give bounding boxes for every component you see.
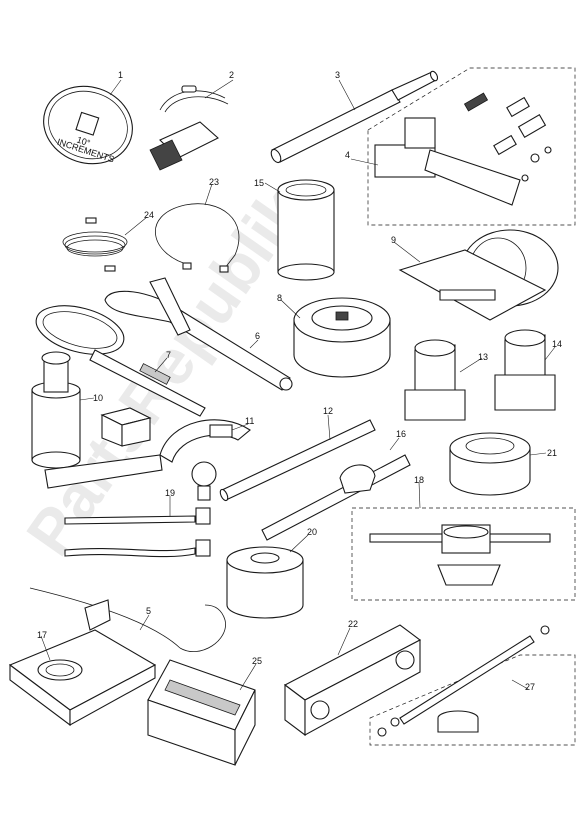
callout-6: 6 <box>255 331 260 341</box>
part-21-ring <box>449 432 531 496</box>
callout-10: 10 <box>93 393 103 403</box>
callout-15: 15 <box>254 178 264 188</box>
part-13-adaptor <box>404 339 466 421</box>
part-25-module <box>147 659 256 766</box>
callout-11: 11 <box>245 416 254 426</box>
part-20-cup <box>226 546 304 619</box>
part-1-degree-dial: 10° INCREMENTS <box>43 85 133 165</box>
callout-25: 25 <box>252 656 262 666</box>
leader-lines <box>40 79 556 691</box>
callout-9: 9 <box>391 235 396 245</box>
callout-21: 21 <box>547 448 557 458</box>
part-19-hoses <box>64 507 211 558</box>
part-16-t-tool <box>261 454 411 541</box>
callout-5: 5 <box>146 606 151 616</box>
part-2-diagnostic-cable <box>149 85 229 171</box>
callout-14: 14 <box>552 339 562 349</box>
callout-19: 19 <box>165 488 175 498</box>
callout-20: 20 <box>307 527 317 537</box>
part-22-bar-fixture <box>283 624 422 737</box>
part-7-strap-wrench <box>35 305 206 417</box>
callouts: 1 2 3 4 5 6 7 8 9 10 11 12 13 14 15 16 1… <box>37 70 562 692</box>
callout-3: 3 <box>335 70 340 80</box>
callout-17: 17 <box>37 630 47 640</box>
callout-4: 4 <box>345 150 350 160</box>
callout-16: 16 <box>396 429 406 439</box>
callout-2: 2 <box>229 70 234 80</box>
callout-22: 22 <box>348 619 358 629</box>
part-15-socket <box>277 179 335 281</box>
part-23-cable <box>155 203 240 273</box>
part-17-plate <box>8 629 157 727</box>
callout-23: 23 <box>209 177 219 187</box>
callout-27: 27 <box>525 682 535 692</box>
part-4-puller-kit <box>367 67 576 226</box>
callout-13: 13 <box>478 352 488 362</box>
part-5-flexible-tool <box>29 587 226 653</box>
small-block <box>100 407 152 447</box>
callout-18: 18 <box>414 475 424 485</box>
callout-1: 1 <box>118 70 123 80</box>
part-8-filter-cup <box>293 297 391 378</box>
callout-12: 12 <box>323 406 333 416</box>
part-10-cylinder <box>31 351 81 469</box>
part-11-hook-spanner <box>44 419 251 501</box>
part-24-coiled-cable <box>62 217 128 272</box>
callout-7: 7 <box>166 350 171 360</box>
part-12-rod <box>219 419 376 502</box>
part-18-assembly <box>351 507 576 601</box>
callout-8: 8 <box>277 293 282 303</box>
part-3-rod <box>270 70 439 164</box>
callout-24: 24 <box>144 210 154 220</box>
dial-text-1: 10° <box>75 135 91 149</box>
part-14-adaptor <box>494 329 556 411</box>
part-9-puller <box>398 229 559 321</box>
part-27-rod-kit <box>369 625 576 746</box>
part-6-pin-wrench <box>104 277 293 391</box>
